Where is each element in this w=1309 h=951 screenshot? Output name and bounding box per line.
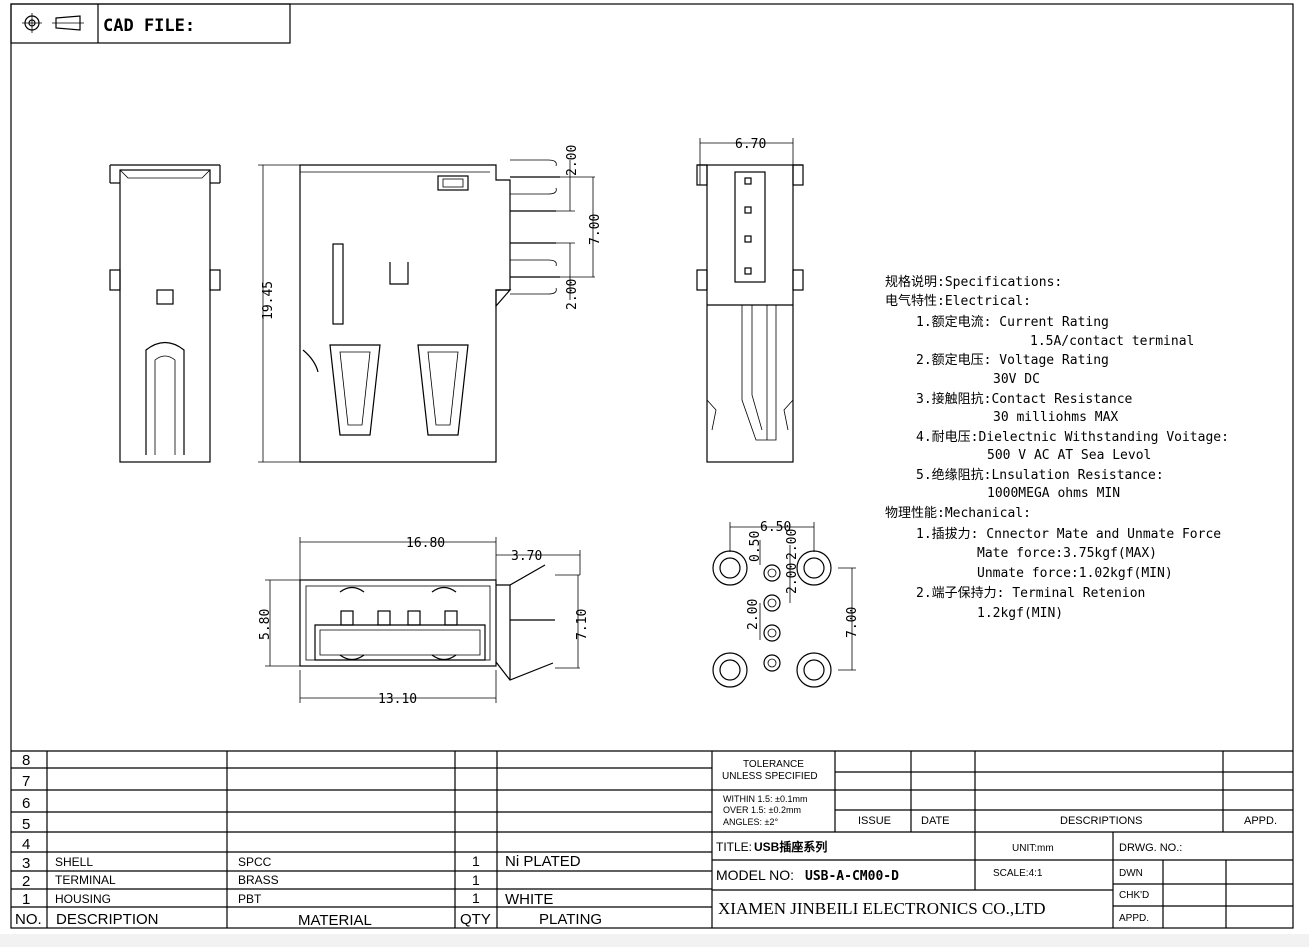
spec-line: 3.接触阻抗:Contact Resistance — [916, 391, 1133, 407]
tolerance-line: ANGLES: ±2° — [723, 817, 778, 827]
spec-line: 1.2kgf(MIN) — [977, 606, 1063, 621]
cad-file-label: CAD FILE: — [103, 16, 195, 36]
model-label: MODEL NO: — [716, 867, 794, 883]
dim-pad-pitch: 2.00 — [746, 599, 761, 630]
bom-no: 6 — [22, 795, 30, 812]
unit-label: UNIT:mm — [1012, 843, 1054, 854]
bom-qty: 1 — [472, 872, 480, 888]
bom-no: 2 — [22, 873, 30, 890]
side-view-shell — [109, 164, 221, 463]
bom-rows: 8 7 6 5 4 3 2 1 SHELL TERMINAL HOUSING S… — [15, 752, 602, 929]
dim-pitch-span: 7.00 — [588, 214, 603, 245]
spec-line: 物理性能:Mechanical: — [885, 506, 1031, 521]
spec-line: 500 V AC AT Sea Levol — [987, 448, 1151, 463]
end-view — [696, 138, 804, 463]
drwg-no-label: DRWG. NO.: — [1119, 842, 1182, 854]
specifications: 规格说明:Specifications: 电气特性:Electrical: 1.… — [885, 274, 1229, 621]
chkd-label: CHK'D — [1119, 890, 1149, 901]
bom-description: TERMINAL — [55, 873, 116, 887]
spec-line: 30 milliohms MAX — [993, 410, 1118, 425]
pcb-footprint — [712, 522, 856, 688]
bom-no: 1 — [22, 891, 30, 908]
bom-qty: 1 — [472, 853, 480, 869]
bom-header-no: NO. — [15, 911, 42, 928]
bom-header-description: DESCRIPTION — [56, 911, 159, 928]
bom-header-material: MATERIAL — [298, 912, 372, 929]
bom-no: 3 — [22, 855, 30, 872]
dim-pitch-bottom: 2.00 — [565, 279, 580, 310]
spec-line: 1.插拔力: Cnnector Mate and Unmate Force — [916, 527, 1221, 542]
bom-no: 7 — [22, 773, 30, 790]
bom-no: 5 — [22, 816, 30, 833]
spec-line: 1.额定电流: Current Rating — [916, 315, 1109, 330]
descriptions-label: DESCRIPTIONS — [1060, 815, 1143, 827]
spec-line: 5.绝缘阻抗:Lnsulation Resistance: — [916, 467, 1164, 483]
dim-row-span: 7.00 — [845, 607, 860, 638]
bom-description: HOUSING — [55, 892, 111, 906]
spec-line: 电气特性:Electrical: — [885, 293, 1031, 309]
bom-table — [11, 750, 713, 928]
appd2-label: APPD. — [1119, 913, 1149, 924]
dim-end-width: 6.70 — [735, 137, 766, 152]
dim-pin-offset: 3.70 — [511, 549, 542, 564]
tolerance-line: OVER 1.5: ±0.2mm — [723, 805, 801, 815]
dim-hole-b: 0.50 — [748, 531, 763, 562]
bottom-strip — [0, 934, 1309, 947]
tolerance-sub: UNLESS SPECIFIED — [722, 771, 818, 782]
issue-label: ISSUE — [858, 815, 891, 827]
dim-pin-length: 7.10 — [575, 609, 590, 640]
company-name: XIAMEN JINBEILI ELECTRONICS CO.,LTD — [718, 899, 1046, 918]
bom-description: SHELL — [55, 855, 93, 869]
scale-label: SCALE:4:1 — [993, 868, 1043, 879]
title-value: USB插座系列 — [754, 839, 827, 854]
model-value: USB-A-CM00-D — [805, 869, 899, 884]
tolerance-line: WITHIN 1.5: ±0.1mm — [723, 794, 807, 804]
spec-line: 1.5A/contact terminal — [1030, 334, 1194, 349]
dim-hole-a: 6.50 — [760, 520, 791, 535]
title-block — [712, 750, 1293, 928]
title-block-text: TOLERANCE UNLESS SPECIFIED WITHIN 1.5: ±… — [716, 759, 1277, 924]
bom-header-qty: QTY — [460, 911, 491, 928]
bom-material: BRASS — [238, 873, 279, 887]
appd-label: APPD. — [1244, 815, 1277, 827]
date-label: DATE — [921, 815, 950, 827]
dim-base-width: 13.10 — [378, 692, 417, 707]
front-view — [265, 537, 581, 703]
spec-line: 2.额定电压: Voltage Rating — [916, 353, 1109, 368]
bom-plating: WHITE — [505, 891, 553, 908]
bom-qty: 1 — [472, 890, 480, 906]
spec-line: Mate force:3.75kgf(MAX) — [977, 546, 1157, 561]
spec-line: Unmate force:1.02kgf(MIN) — [977, 566, 1173, 581]
dim-height: 19.45 — [261, 281, 276, 320]
spec-line: 2.端子保持力: Terminal Retenion — [916, 586, 1145, 601]
bom-material: PBT — [238, 892, 262, 906]
spec-line: 规格说明:Specifications: — [885, 274, 1062, 290]
first-angle-projection-icon — [22, 13, 84, 33]
dim-pin-pitch: 2.00 — [785, 529, 800, 560]
bom-material: SPCC — [238, 855, 272, 869]
sheet-border — [10, 3, 1294, 929]
spec-line: 30V DC — [993, 372, 1040, 387]
bom-no: 8 — [22, 752, 30, 769]
dim-front-width: 16.80 — [406, 536, 445, 551]
spec-line: 1000MEGA ohms MIN — [987, 486, 1120, 501]
title-label: TITLE: — [716, 840, 752, 854]
bom-plating: Ni PLATED — [505, 853, 581, 870]
spec-line: 4.耐电压:Dielectnic Withstanding Voitage: — [916, 430, 1229, 445]
main-profile-view — [258, 159, 595, 463]
header-box: CAD FILE: — [10, 3, 291, 44]
bom-header-plating: PLATING — [539, 911, 602, 928]
tolerance-title: TOLERANCE — [743, 759, 804, 770]
dim-pitch-top: 2.00 — [565, 145, 580, 176]
dwn-label: DWN — [1119, 868, 1143, 879]
bom-no: 4 — [22, 836, 30, 853]
dim-pin-pitch2: 2.00 — [785, 563, 800, 594]
dim-front-height: 5.80 — [258, 609, 273, 640]
